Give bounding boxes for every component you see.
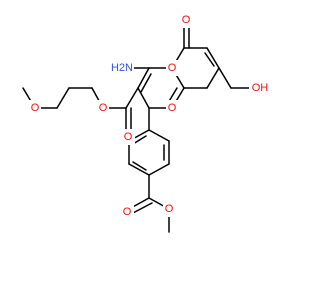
hydroxyl-group: OH [249, 80, 271, 96]
bond [125, 87, 139, 109]
oxygen-atom-ester-carbonyl: O [122, 129, 135, 145]
bond [148, 163, 170, 176]
oxygen-atom-ester-link: O [97, 100, 109, 116]
oxygen-atom-methyl-ester-carbonyl: O [121, 204, 134, 220]
bond [148, 129, 170, 142]
amino-group: H2N [110, 60, 134, 76]
molecule-structure: O O O OH H2N O O O [22, 12, 271, 233]
bond [204, 52, 215, 67]
svg-text:H2N: H2N [111, 62, 133, 74]
svg-text:OH: OH [252, 82, 269, 94]
svg-text:O: O [168, 102, 177, 114]
bond [140, 73, 152, 93]
bond-layer [22, 24, 253, 233]
oxygen-atom-pyran-left: O [166, 60, 178, 76]
bond [137, 67, 150, 89]
bond [218, 67, 232, 89]
bond [137, 87, 150, 109]
svg-text:O: O [123, 206, 132, 218]
svg-text:O: O [168, 62, 177, 74]
oxygen-atom-methyl-ester-link: O [163, 201, 175, 217]
svg-text:O: O [99, 102, 108, 114]
svg-text:O: O [182, 14, 191, 26]
bond [132, 161, 147, 171]
bond [206, 67, 220, 89]
bond [56, 87, 70, 109]
bond [130, 202, 153, 215]
bond [206, 47, 220, 69]
bond [128, 163, 150, 176]
oxygen-atom-ketone: O [180, 12, 193, 28]
atom-label-layer: O O O OH H2N O O O [29, 12, 271, 220]
svg-text:O: O [165, 203, 174, 215]
bond [132, 135, 147, 145]
svg-text:O: O [31, 102, 40, 114]
oxygen-atom-methoxyethyl: O [29, 100, 41, 116]
svg-text:O: O [124, 131, 133, 143]
oxygen-atom-pyran-right: O [166, 100, 178, 116]
